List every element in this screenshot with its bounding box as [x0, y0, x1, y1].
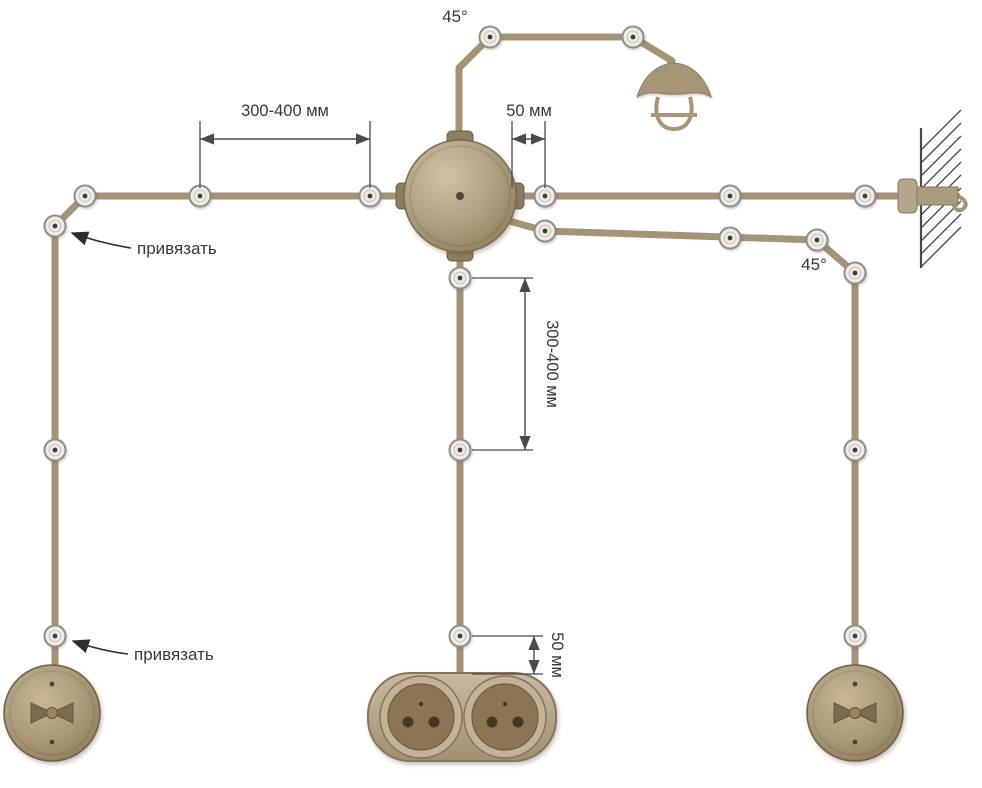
insulator: [623, 27, 644, 48]
dimension-label: 50 мм: [506, 102, 552, 120]
junction-box-screw: [456, 192, 464, 200]
insulator: [845, 626, 866, 647]
insulator: [535, 221, 556, 242]
dimension-label: 50 мм: [548, 632, 566, 678]
angle-label-top: 45°: [442, 7, 468, 26]
wire-right-lower-branch: [498, 215, 859, 671]
insulator: [450, 626, 471, 647]
insulator: [45, 626, 66, 647]
lamp-bulb-cage: [651, 96, 697, 132]
tie-label: привязать: [134, 645, 214, 664]
insulator: [360, 186, 381, 207]
tie-label: привязать: [137, 239, 217, 258]
insulator: [450, 440, 471, 461]
wires: [51, 33, 968, 680]
wire-lamp-branch: [455, 33, 673, 154]
tie-annotation-bottom: привязать: [71, 639, 214, 664]
socket-right: [463, 675, 547, 759]
dimension-label: 300-400 мм: [543, 320, 561, 408]
angle-label-right: 45°: [801, 255, 827, 274]
wire-left-branch: [51, 192, 416, 671]
junction-box: [395, 130, 525, 262]
wall-bushing: [897, 178, 959, 214]
wire-wall-tail: [952, 194, 968, 213]
tie-annotation-top: привязать: [70, 231, 217, 258]
insulator: [720, 186, 741, 207]
insulator: [720, 228, 741, 249]
double-socket-outlet: [367, 672, 557, 762]
pendant-lamp: [636, 56, 712, 132]
insulator: [807, 230, 828, 251]
insulator: [535, 186, 556, 207]
socket-left: [379, 675, 463, 759]
insulator: [855, 186, 876, 207]
insulator: [480, 27, 501, 48]
insulator: [450, 268, 471, 289]
insulator: [190, 186, 211, 207]
dim-50-bottom: 50 мм: [472, 632, 566, 678]
lamp-shade: [636, 62, 712, 99]
dimension-label: 300-400 мм: [241, 102, 329, 120]
insulator: [845, 263, 866, 284]
insulator: [45, 216, 66, 237]
insulator: [45, 440, 66, 461]
insulator: [845, 440, 866, 461]
dim-300-400-vertical: 300-400 мм: [472, 277, 561, 451]
rotary-switch-right: [807, 665, 903, 761]
dim-50-top: 50 мм: [506, 102, 552, 188]
dim-300-400-horizontal: 300-400 мм: [199, 102, 371, 188]
rotary-switch-left: [4, 665, 100, 761]
insulator: [75, 186, 96, 207]
